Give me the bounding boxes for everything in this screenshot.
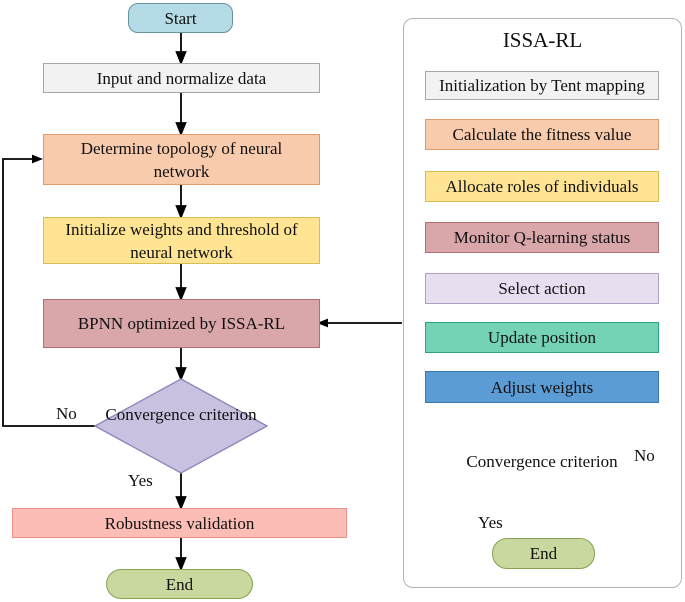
robustness-validation-node: Robustness validation: [12, 508, 347, 538]
adjust-weights-node: Adjust weights: [425, 371, 659, 403]
right-convergence-criterion-text: Convergence criterion: [466, 452, 618, 471]
arrowhead-decision-to-robustness: [175, 496, 187, 511]
right-no-label: No: [634, 446, 655, 465]
arrowhead-input-to-topology: [175, 122, 187, 137]
update-position-node: Update position: [425, 322, 659, 353]
arrowhead-start-to-input: [175, 51, 187, 66]
bpnn-issa-rl-node: BPNN optimized by ISSA-RL: [43, 299, 320, 348]
left-yes-label: Yes: [128, 471, 153, 490]
initialize-weights-node: Initialize weights and threshold of neur…: [43, 217, 320, 264]
arrowhead-topology-to-weights: [175, 205, 187, 220]
left-no-loop-line: [2, 158, 95, 427]
fitness-value-node: Calculate the fitness value: [425, 119, 659, 150]
arrowhead-bpnn-to-decision: [175, 367, 187, 382]
determine-topology-node: Determine topology of neural network: [43, 134, 320, 185]
select-action-node: Select action: [425, 273, 659, 304]
left-no-label: No: [56, 404, 77, 423]
arrowhead-robustness-to-end: [175, 557, 187, 572]
tent-mapping-node: Initialization by Tent mapping: [425, 71, 659, 100]
left-convergence-criterion-text: Convergence criterion: [105, 405, 257, 424]
issa-rl-panel-title: ISSA-RL: [502, 28, 583, 52]
panel-to-bpnn-arrow: [317, 318, 402, 328]
allocate-roles-node: Allocate roles of individuals: [425, 171, 659, 202]
panel-to-bpnn-arrowhead: [317, 318, 328, 328]
left-flow-arrows: [175, 33, 187, 572]
right-yes-label: Yes: [478, 513, 503, 532]
left-no-loop: [2, 154, 95, 427]
right-end-node: End: [492, 538, 595, 569]
left-no-loop-arrowhead: [32, 154, 43, 164]
arrowhead-weights-to-bpnn: [175, 287, 187, 302]
monitor-qlearning-node: Monitor Q-learning status: [425, 222, 659, 253]
left-end-node: End: [106, 569, 253, 599]
start-node: Start: [128, 3, 233, 33]
input-normalize-node: Input and normalize data: [43, 63, 320, 93]
left-decision-diamond: [93, 378, 269, 474]
